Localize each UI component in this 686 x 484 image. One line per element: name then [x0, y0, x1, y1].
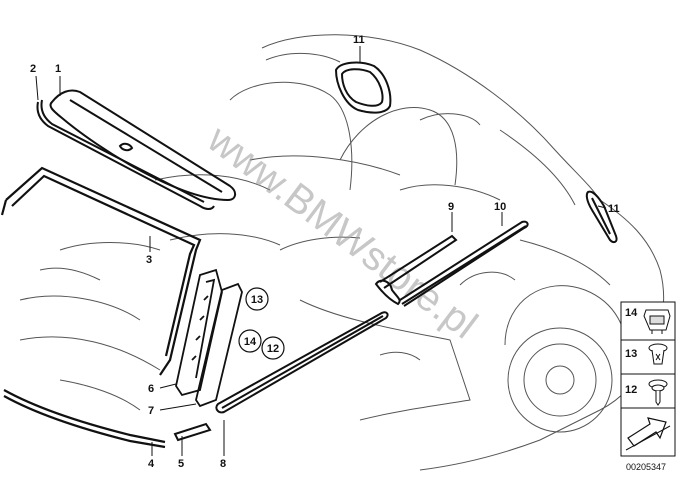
roof-trim-part — [49, 89, 236, 202]
callout-7: 7 — [148, 405, 154, 417]
callout-2: 2 — [30, 63, 36, 75]
page-arrow-icon — [625, 417, 671, 451]
roof-seal-part — [36, 99, 215, 210]
a-pillar-trim-part — [175, 268, 223, 397]
long-sill-strip-part — [215, 311, 389, 414]
quarter-window-seal-part — [585, 190, 618, 244]
expanding-rivet-icon — [648, 343, 668, 365]
fastener-legend: 14 13 12 — [620, 301, 676, 457]
svg-text:14: 14 — [244, 336, 257, 348]
windshield-frame-part — [0, 166, 202, 376]
document-number: 00205347 — [626, 462, 666, 472]
callout-8: 8 — [220, 458, 226, 470]
screw-with-washer-icon — [648, 379, 668, 406]
legend-number-13: 13 — [625, 348, 637, 360]
circled-callout-13: 13 — [245, 287, 269, 311]
callout-3: 3 — [146, 254, 152, 266]
callout-1: 1 — [55, 63, 61, 75]
window-shaft-seal-outer-part — [399, 220, 529, 307]
windshield-lower-seal-part — [3, 389, 166, 449]
legend-number-14: 14 — [625, 307, 638, 319]
legend-number-12: 12 — [625, 384, 637, 396]
callout-6: 6 — [148, 383, 154, 395]
a-pillar-cover-part — [195, 282, 243, 408]
callout-4: 4 — [148, 458, 155, 470]
svg-text:13: 13 — [251, 294, 263, 306]
callout-10: 10 — [494, 201, 506, 213]
circled-callout-12: 12 — [261, 336, 285, 360]
leader-lines — [35, 46, 607, 456]
trim-clip-icon — [643, 309, 671, 334]
svg-text:12: 12 — [267, 343, 279, 355]
window-shaft-seal-inner-part — [374, 234, 458, 306]
watermark-text: www.BMWstore.pl — [199, 116, 485, 347]
circled-callout-14: 14 — [238, 329, 262, 353]
rear-window-seal-part — [334, 61, 392, 114]
callout-9: 9 — [448, 201, 454, 213]
callout-11-rear-window: 11 — [353, 34, 365, 46]
callout-11-quarter-window: 11 — [608, 203, 620, 215]
short-sill-strip-part — [173, 422, 212, 442]
callout-5: 5 — [178, 458, 184, 470]
